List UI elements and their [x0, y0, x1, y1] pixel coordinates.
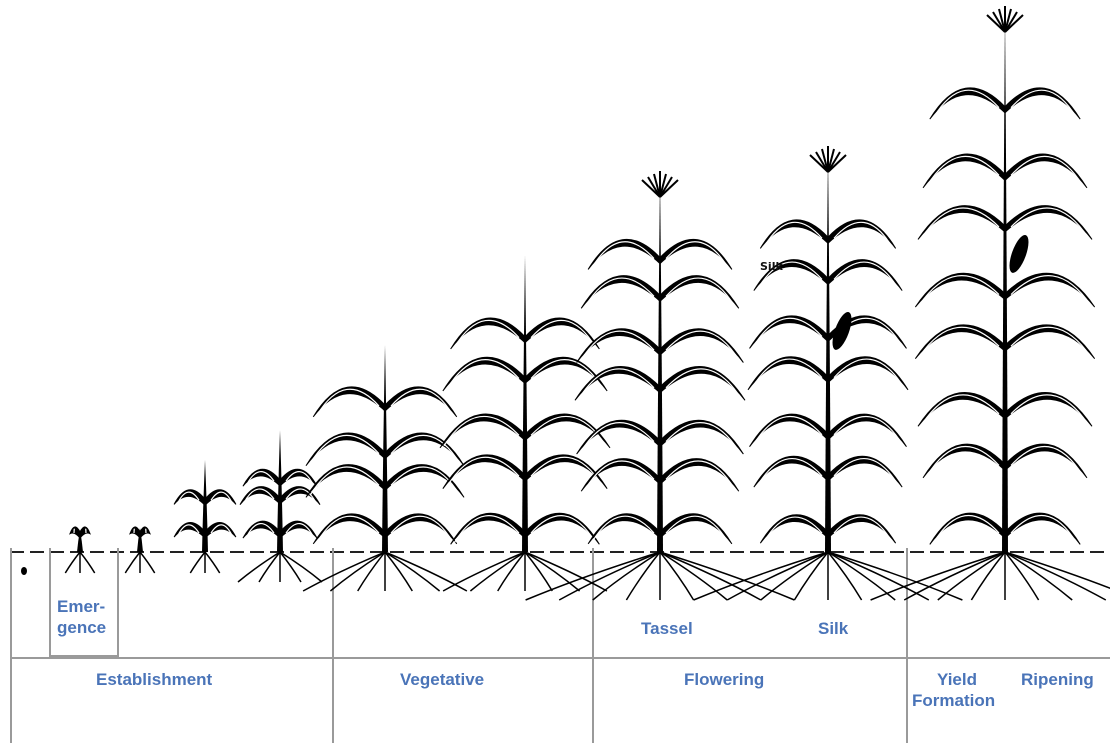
label-tassel: Tassel [641, 619, 693, 638]
label-ripening: Ripening [1021, 670, 1094, 689]
root-icon [525, 551, 795, 601]
root-icon [189, 551, 221, 574]
corn-plants [64, 6, 1110, 601]
root-icon [124, 551, 156, 574]
corn-plant-icon [237, 430, 323, 583]
corn-plant-icon [439, 255, 611, 592]
root-icon [64, 551, 96, 574]
corn-plant-icon [525, 171, 795, 601]
corn-plant-icon [693, 146, 963, 601]
root-icon [442, 551, 608, 592]
label-emergence-line1: Emer- [57, 597, 106, 616]
root-icon [693, 551, 963, 601]
label-emergence-line2: gence [57, 618, 107, 637]
label-establishment: Establishment [96, 670, 213, 689]
label-yield-line1: Yield [937, 670, 977, 689]
label-flowering: Flowering [684, 670, 765, 689]
corn-plant-icon [870, 6, 1110, 601]
corn-plant-icon [302, 345, 468, 592]
seed-icon [21, 567, 27, 575]
root-icon [237, 551, 323, 583]
label-yield-line2: Formation [912, 691, 996, 710]
corn-plant-icon [64, 526, 96, 574]
root-icon [870, 551, 1110, 601]
label-vegetative: Vegetative [400, 670, 485, 689]
corn-plant-icon [124, 526, 156, 574]
corn-plant-icon [173, 460, 237, 574]
silk-callout: Silk [760, 260, 783, 273]
root-icon [302, 551, 468, 592]
label-silk: Silk [818, 619, 849, 638]
stage-dividers [10, 548, 908, 743]
